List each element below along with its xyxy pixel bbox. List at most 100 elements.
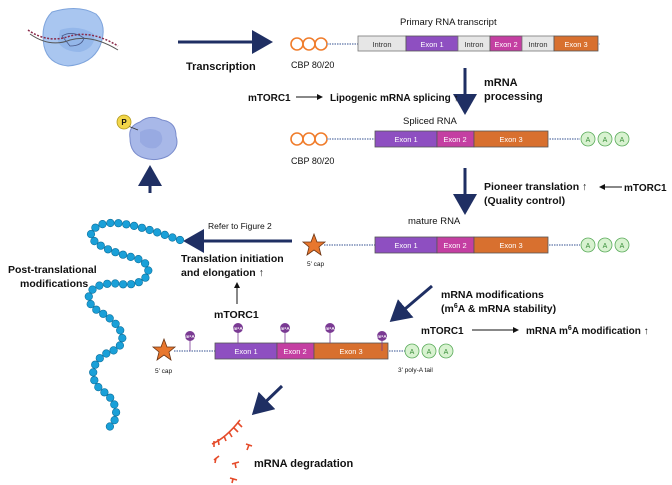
primary-transcript-label: Primary RNA transcript	[400, 17, 497, 28]
polya-text: A	[444, 349, 449, 356]
phospho-label: P	[121, 118, 127, 127]
amino-acid-bead	[114, 219, 123, 228]
amino-acid-bead	[106, 218, 115, 228]
amino-acid-bead	[103, 245, 113, 254]
exon2-text: Exon 2	[443, 241, 466, 250]
svg-text:m⁶A: m⁶A	[280, 326, 290, 331]
amino-acid-bead	[111, 319, 120, 329]
five-prime-cap-star-icon	[301, 232, 327, 256]
exon1-text: Exon 1	[394, 135, 417, 144]
modified-mrna: Exon 1 Exon 2 Exon 3 A A A m⁶A m⁶A m⁶A	[151, 323, 454, 361]
amino-acid-bead	[126, 252, 135, 261]
polya-text: A	[603, 243, 608, 250]
amino-acid-bead	[110, 416, 119, 425]
mtorc1-pioneer-label: mTORC1	[624, 183, 667, 194]
cap-binding-ring	[302, 132, 316, 146]
m6a-mark: m⁶A	[325, 323, 335, 343]
mtorc1-splicing-label: mTORC1	[248, 93, 291, 104]
amino-acid-bead	[84, 292, 93, 301]
amino-acid-bead	[105, 314, 114, 323]
amino-acid-bead	[102, 349, 111, 358]
amino-acid-bead	[88, 285, 97, 294]
amino-acid-bead	[86, 230, 96, 239]
amino-acid-bead	[96, 241, 105, 250]
cap-binding-ring	[314, 37, 328, 51]
exon1-text: Exon 1	[234, 347, 257, 356]
amino-acid-bead	[92, 305, 101, 314]
exon3-text: Exon 3	[499, 241, 522, 250]
mrna-processing-label-2: processing	[484, 91, 543, 103]
polya-bead	[614, 131, 630, 147]
amino-acid-bead	[106, 393, 115, 402]
cap-binding-ring	[290, 37, 304, 51]
transcription-label: Transcription	[186, 61, 256, 73]
amino-acid-bead	[116, 326, 125, 335]
polya-text: A	[620, 243, 625, 250]
amino-acid-bead	[141, 273, 150, 282]
amino-acid-bead	[90, 237, 99, 246]
ribosome-icon	[27, 8, 119, 67]
polya-bead	[438, 343, 454, 359]
translation-label-2: and elongation ↑	[181, 267, 264, 279]
amino-acid-bead	[141, 259, 150, 268]
degradation-label: mRNA degradation	[254, 458, 353, 470]
exon3-block	[553, 35, 599, 52]
exon3-text: Exon 3	[564, 40, 587, 49]
amino-acid-bead	[168, 233, 177, 242]
svg-text:m⁶A: m⁶A	[233, 326, 243, 331]
amino-acid-bead	[111, 408, 121, 417]
modifications-arrow	[389, 284, 433, 322]
svg-text:m⁶A: m⁶A	[377, 334, 387, 339]
amino-acid-bead	[95, 281, 104, 290]
amino-acid-bead	[99, 309, 108, 318]
pioneer-label-2: (Quality control)	[484, 195, 565, 207]
polya-text: A	[410, 349, 415, 356]
intron-text: Intron	[528, 40, 547, 49]
m6a-mark: m⁶A	[280, 323, 290, 343]
mature-rna-label: mature RNA	[408, 216, 461, 227]
amino-acid-bead	[145, 225, 154, 235]
intron-text: Intron	[464, 40, 483, 49]
polya-text: A	[586, 243, 591, 250]
cap-binding-ring	[290, 132, 304, 146]
amino-acid-bead	[134, 278, 143, 287]
intron-text: Intron	[372, 40, 391, 49]
polya-text: A	[603, 137, 608, 144]
polya-text: A	[586, 137, 591, 144]
amino-acid-bead	[91, 223, 100, 232]
m6a-mark: m⁶A	[377, 331, 387, 351]
amino-acid-bead	[115, 341, 124, 350]
amino-acid-bead	[94, 383, 103, 392]
cap-binding-ring	[302, 37, 316, 51]
polya-bead	[614, 237, 630, 253]
amino-acid-bead	[118, 334, 127, 343]
amino-acid-bead	[160, 230, 169, 239]
protein-icon: P	[116, 114, 178, 161]
amino-acid-bead	[110, 400, 119, 409]
polya-bead	[421, 343, 437, 359]
amino-acid-bead	[130, 221, 139, 230]
five-cap-bottom-label: 5' cap	[155, 368, 173, 375]
svg-text:m⁶A: m⁶A	[325, 326, 335, 331]
amino-acid-bead	[103, 279, 112, 288]
pioneer-label-1: Pioneer translation ↑	[484, 181, 587, 193]
mature-rna: Exon 1 Exon 2 Exon 3 A A A	[301, 232, 630, 256]
cbp-mid-label: CBP 80/20	[291, 156, 334, 166]
amino-acid-bead	[91, 360, 100, 369]
cap-binding-ring	[314, 132, 328, 146]
polya-bead	[597, 131, 613, 147]
exon2-text: Exon 2	[494, 40, 517, 49]
exon1-text: Exon 1	[420, 40, 443, 49]
polya-text: A	[427, 349, 432, 356]
phosphate-icon	[116, 114, 132, 130]
amino-acid-bead	[95, 354, 104, 363]
polya-text: A	[620, 137, 625, 144]
modifications-label-2: (m6A & mRNA stability)	[441, 303, 556, 315]
modifications-label-1: mRNA modifications	[441, 289, 544, 301]
exon3-block	[473, 236, 549, 254]
m6a-modification-label: mRNA m6A modification ↑	[526, 325, 649, 337]
svg-text:m⁶A: m⁶A	[185, 334, 195, 339]
amino-acid-bead	[109, 346, 118, 355]
amino-acid-bead	[90, 376, 99, 385]
